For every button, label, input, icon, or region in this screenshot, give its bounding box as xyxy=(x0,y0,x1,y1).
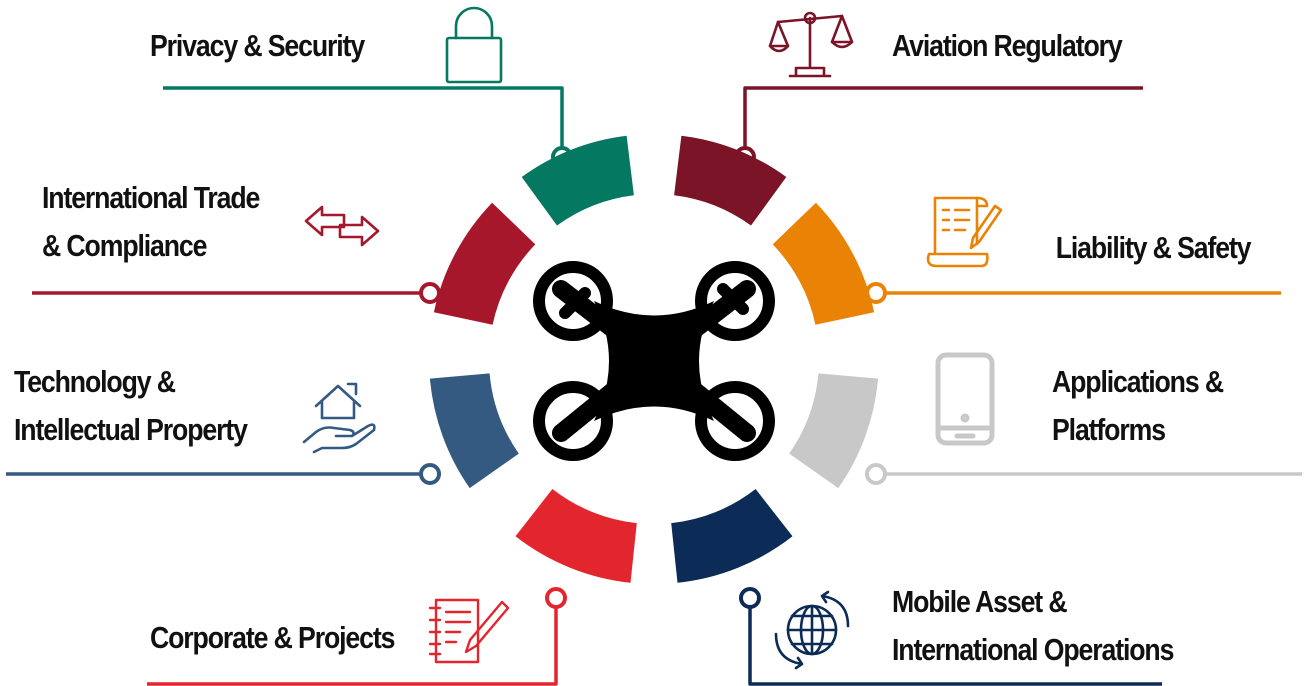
label-mobile-asset: Mobile Asset & International Operations xyxy=(892,584,1174,667)
connector-dot-international-trade xyxy=(419,282,441,304)
quadcopter-drone-icon xyxy=(533,261,775,461)
ring-segments xyxy=(429,135,879,583)
label-liability-safety: Liability & Safety xyxy=(1055,230,1251,265)
connector-dot-applications-platforms xyxy=(865,463,887,485)
padlock-icon xyxy=(445,6,503,84)
rotor-blade xyxy=(717,407,749,439)
ring-segment-applications-platforms xyxy=(789,373,879,489)
label-aviation-regulatory: Aviation Regulatory xyxy=(892,28,1123,63)
scales-of-justice-icon xyxy=(768,11,854,78)
exchange-arrows-icon xyxy=(304,205,380,247)
rotor-ring xyxy=(533,381,613,461)
document-pen-icon xyxy=(428,598,510,664)
ring-segment-corporate-projects xyxy=(515,489,637,583)
connector-corporate-projects xyxy=(147,598,558,686)
rotor-ring xyxy=(695,381,775,461)
label-corporate-projects: Corporate & Projects xyxy=(150,620,395,655)
ring-segment-privacy-security xyxy=(521,135,634,226)
ring-segment-international-trade xyxy=(433,202,536,325)
ring-segment-technology-ip xyxy=(429,373,519,489)
globe-cycle-icon xyxy=(774,590,850,670)
label-privacy-security: Privacy & Security xyxy=(150,28,365,63)
rotor-ring xyxy=(695,261,775,341)
connector-privacy-security xyxy=(163,86,564,157)
connector-mobile-asset xyxy=(748,598,1162,686)
ring-segment-aviation-regulatory xyxy=(674,135,787,226)
label-technology-ip: Technology & Intellectual Property xyxy=(14,364,248,447)
ring-segment-mobile-asset xyxy=(671,489,793,583)
connector-dot-mobile-asset xyxy=(739,587,761,609)
rotor-blade xyxy=(717,283,749,315)
house-in-hand-icon xyxy=(302,382,376,454)
connector-aviation-regulatory xyxy=(743,86,1143,157)
rotor-blade xyxy=(559,287,591,319)
smartphone-icon xyxy=(935,352,995,446)
label-international-trade: International Trade & Compliance xyxy=(42,180,260,263)
rotor-blade xyxy=(555,407,587,439)
label-applications-platforms: Applications & Platforms xyxy=(1052,364,1224,447)
connector-dot-technology-ip xyxy=(419,463,441,485)
contract-scroll-icon xyxy=(926,196,1003,268)
rotor-ring xyxy=(533,261,613,341)
connector-dot-corporate-projects xyxy=(545,587,567,609)
ring-segment-liability-safety xyxy=(772,202,875,325)
area-icons xyxy=(302,6,1003,670)
